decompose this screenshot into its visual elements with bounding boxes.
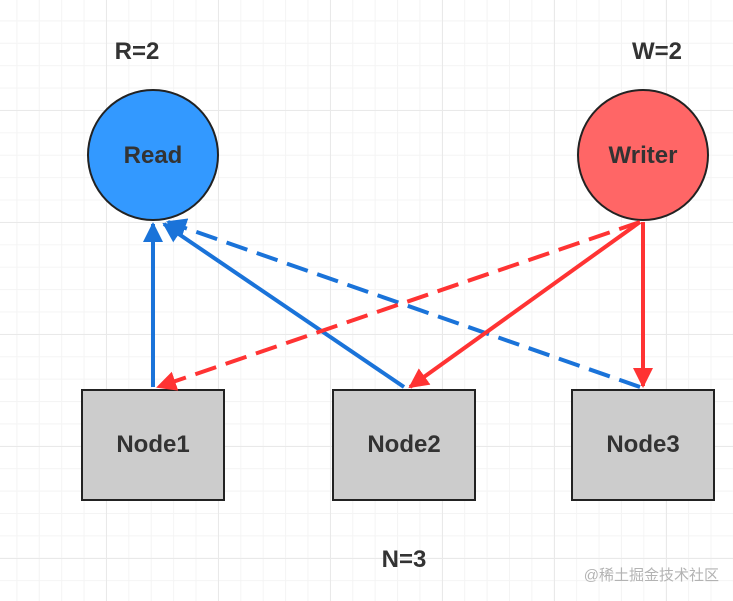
edge-node3-to-read	[166, 218, 641, 389]
node2-box	[332, 389, 476, 501]
read-circle-label: Read	[123, 142, 183, 169]
writer-circle-label: Writer	[608, 142, 678, 169]
node3-label: Node3	[606, 431, 680, 458]
writer-circle	[577, 89, 709, 221]
node3-box	[571, 389, 715, 501]
edge-writer-to-node1	[156, 220, 641, 391]
read-circle	[87, 89, 219, 221]
read-quorum-label: R=2	[114, 38, 160, 65]
watermark: @稀土掘金技术社区	[583, 567, 719, 584]
node1-box	[81, 389, 225, 501]
replica-count-label: N=3	[381, 546, 427, 573]
write-quorum-label: W=2	[631, 38, 683, 65]
node2-label: Node2	[367, 431, 441, 458]
node1-label: Node1	[116, 431, 190, 458]
edge-node2-to-read	[162, 222, 406, 389]
edge-writer-to-node2	[408, 220, 642, 389]
